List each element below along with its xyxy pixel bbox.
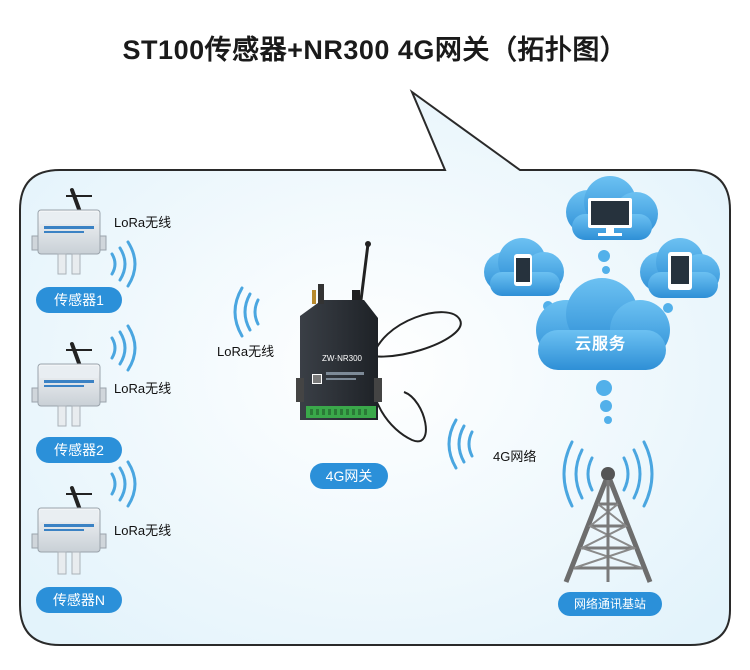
cloud-monitor bbox=[566, 176, 658, 240]
sensor-2-link-label: LoRa无线 bbox=[114, 381, 172, 396]
cloud-label: 云服务 bbox=[575, 336, 627, 353]
cloud-phone bbox=[484, 238, 564, 296]
sensor-device-n bbox=[31, 486, 107, 575]
gateway-link-label: LoRa无线 bbox=[217, 344, 275, 359]
base-station-tower bbox=[562, 440, 654, 583]
sensor-device-1 bbox=[31, 188, 107, 275]
sensor-n-label: 传感器N bbox=[36, 587, 122, 613]
page-title: ST100传感器+NR300 4G网关（拓扑图） bbox=[122, 35, 628, 65]
gateway-device bbox=[296, 241, 462, 443]
signal-waves-gateway bbox=[233, 286, 260, 338]
network-link-label: 4G网络 bbox=[493, 449, 537, 464]
sensor-1-label: 传感器1 bbox=[36, 287, 122, 313]
gateway-model-label: ZW·NR300 bbox=[322, 354, 363, 363]
sensor-2-label: 传感器2 bbox=[36, 437, 122, 463]
sensor-device-2 bbox=[31, 342, 107, 427]
cloud-main bbox=[536, 278, 670, 370]
base-station-label: 网络通讯基站 bbox=[558, 592, 662, 616]
cloud-cluster bbox=[484, 176, 720, 424]
signal-waves-sensor-1 bbox=[110, 240, 137, 288]
sensor-n-link-label: LoRa无线 bbox=[114, 523, 172, 538]
signal-waves-sensor-2 bbox=[110, 324, 137, 372]
signal-waves-4g bbox=[447, 418, 474, 470]
gateway-label: 4G网关 bbox=[310, 463, 388, 489]
sensor-1-link-label: LoRa无线 bbox=[114, 215, 172, 230]
signal-waves-sensor-n bbox=[110, 460, 137, 508]
cloud-tablet bbox=[640, 238, 720, 298]
